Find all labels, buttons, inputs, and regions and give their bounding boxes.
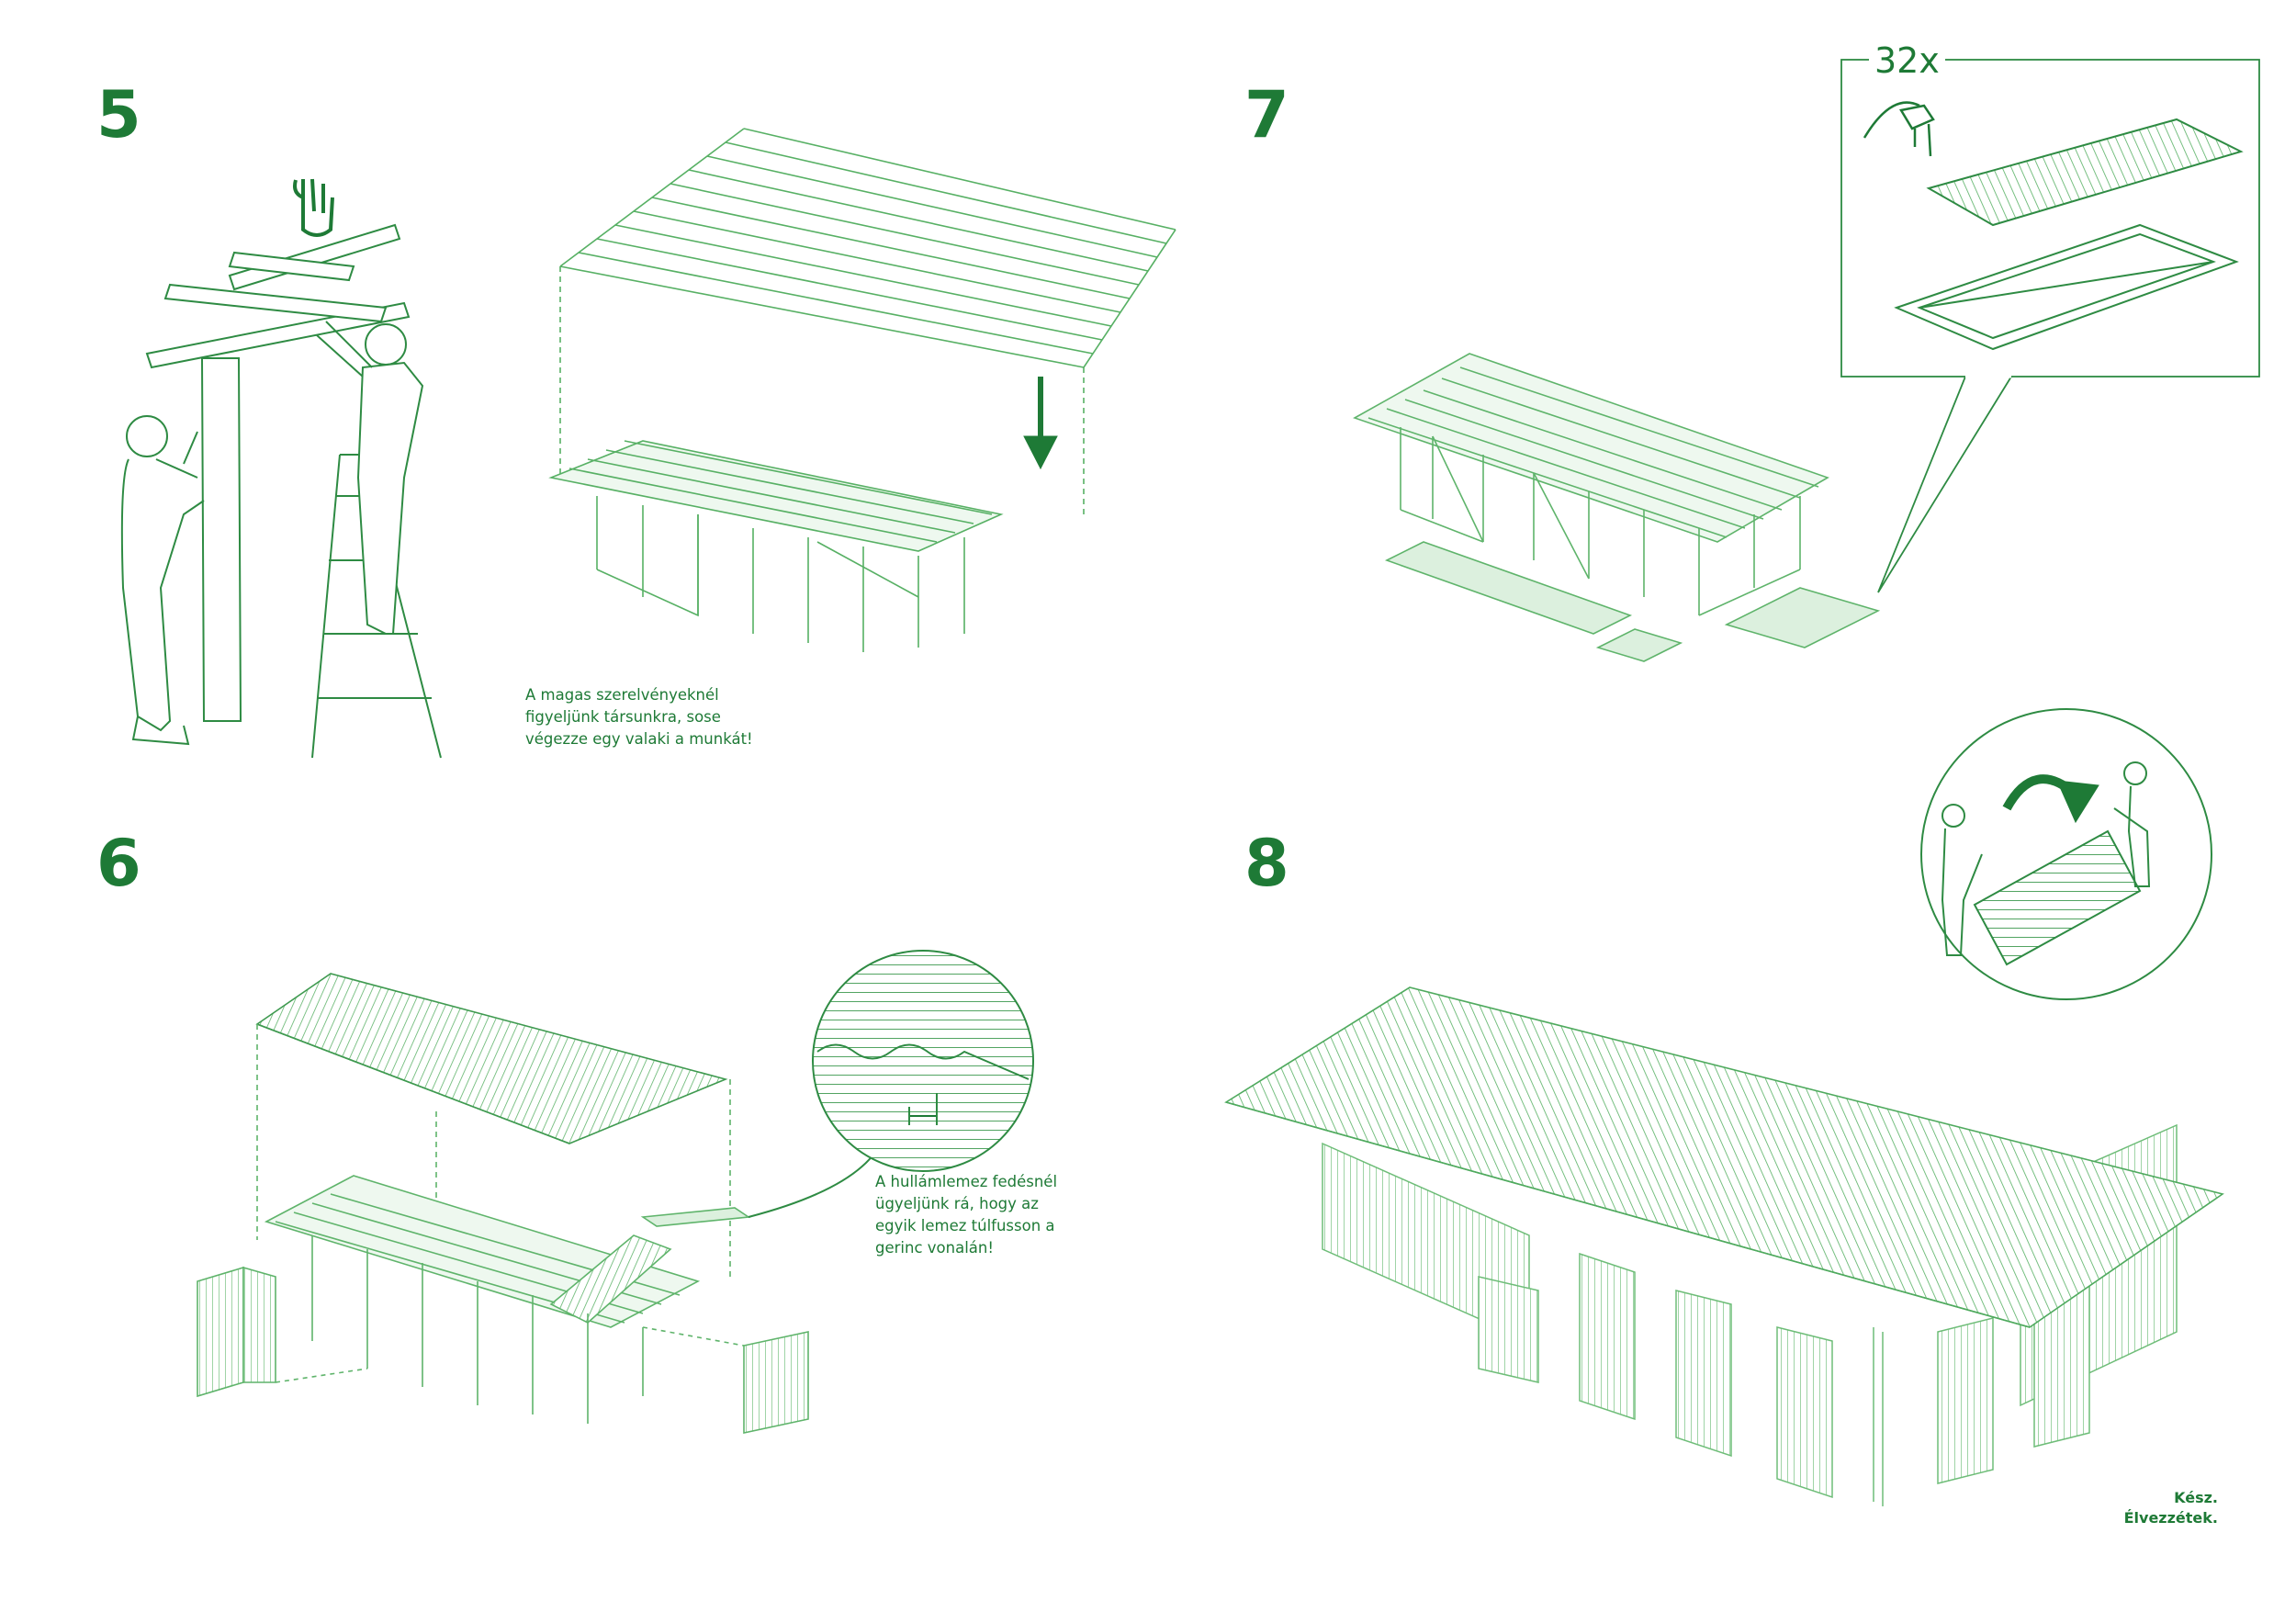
step5-illustration — [120, 128, 1176, 759]
screw-count-label: 32x — [1869, 42, 1945, 79]
step7-illustration — [1353, 59, 2260, 662]
detail-magnifier — [812, 950, 1034, 1172]
person-on-ladder — [316, 321, 424, 635]
timber-frame — [145, 223, 411, 722]
closing-message: Kész. Élvezzétek. — [2103, 1488, 2218, 1528]
step8-illustration — [1224, 708, 2224, 1506]
panel-frame — [1894, 223, 2239, 351]
note-line: gerinc vonalán! — [875, 1239, 994, 1257]
step6-illustration — [197, 950, 1034, 1434]
lower-structure — [197, 1175, 809, 1434]
note-line: figyeljünk társunkra, sose — [525, 708, 721, 726]
wall-panels-on-ground — [1384, 541, 1881, 662]
roof-cover-exploded — [255, 973, 731, 1277]
note-line: A magas szerelvényeknél — [525, 686, 719, 704]
note-line: végezze egy valaki a munkát! — [525, 730, 753, 748]
finished-shed — [1224, 986, 2224, 1506]
arrow-down-icon — [1023, 377, 1058, 470]
drill-icon — [1863, 101, 1935, 157]
building-frame — [1353, 353, 1829, 616]
corrugated-sheet — [1926, 118, 2244, 227]
hand-gesture-icon — [293, 178, 334, 237]
step-number-5: 5 — [96, 77, 141, 152]
step-number-8: 8 — [1244, 826, 1289, 901]
closing-line: Kész. — [2174, 1489, 2218, 1506]
roof-frame-exploded — [548, 128, 1176, 652]
step-number-7: 7 — [1244, 77, 1289, 152]
flip-panel-inset — [1920, 708, 2212, 1000]
step5-safety-note: A magas szerelvényeknél figyeljünk társu… — [525, 684, 753, 750]
note-line: egyik lemez túlfusson a — [875, 1217, 1055, 1234]
step-number-6: 6 — [96, 826, 141, 901]
step6-overlap-note: A hullámlemez fedésnél ügyeljünk rá, hog… — [875, 1171, 1057, 1259]
note-line: ügyeljünk rá, hogy az — [875, 1195, 1039, 1212]
person-helper — [120, 415, 205, 746]
flip-arrow-icon — [2002, 774, 2099, 824]
closing-line: Élvezzétek. — [2123, 1509, 2218, 1527]
note-line: A hullámlemez fedésnél — [875, 1173, 1058, 1190]
